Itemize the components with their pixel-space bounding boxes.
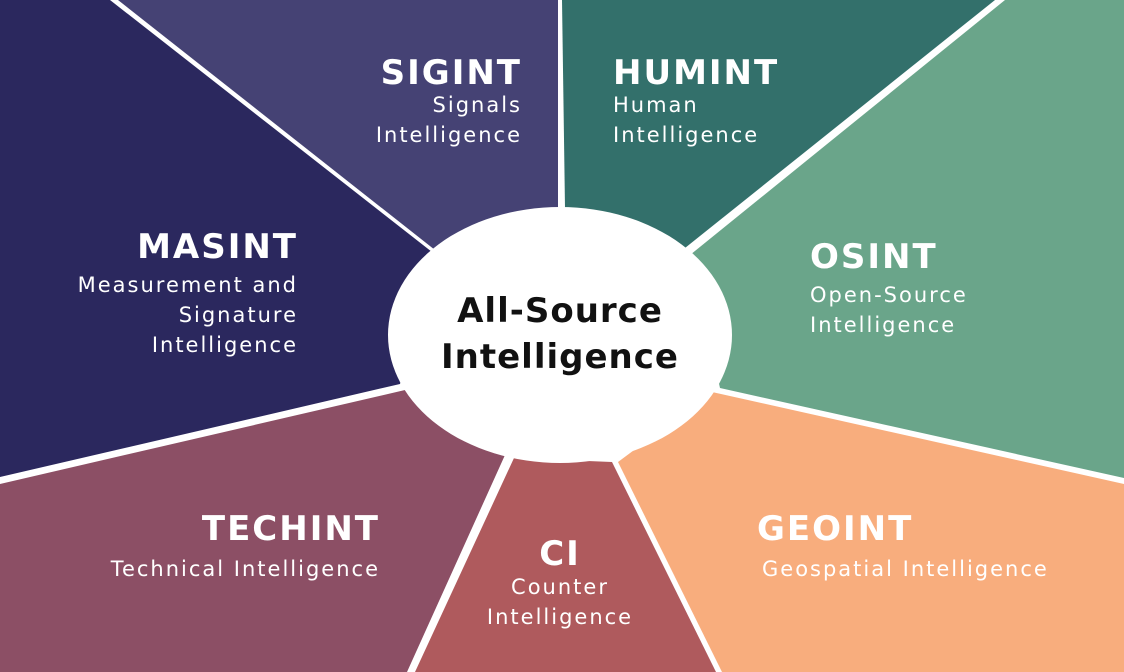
- humint-desc-line2: Intelligence: [613, 123, 759, 147]
- humint-abbr: HUMINT: [613, 53, 779, 93]
- ci-desc-line2: Intelligence: [487, 605, 633, 629]
- humint-desc-line1: Human: [613, 93, 699, 117]
- ci-abbr: CI: [539, 534, 581, 574]
- sigint-desc-line2: Intelligence: [376, 123, 522, 147]
- segment-techint: [0, 390, 505, 672]
- segment-humint: [562, 0, 995, 248]
- ci-desc-line1: Counter: [511, 575, 609, 599]
- center-title-line1: All-Source: [457, 291, 663, 331]
- segment-sigint: [118, 0, 558, 250]
- center-title-line2: Intelligence: [441, 337, 679, 377]
- segment-geoint: [618, 392, 1124, 672]
- masint-abbr: MASINT: [137, 227, 298, 267]
- geoint-abbr: GEOINT: [757, 509, 913, 549]
- osint-desc-line1: Open-Source: [810, 283, 968, 307]
- masint-desc-line3: Intelligence: [152, 333, 298, 357]
- osint-abbr: OSINT: [810, 237, 938, 277]
- geoint-desc-line1: Geospatial Intelligence: [762, 557, 1049, 581]
- osint-desc-line2: Intelligence: [810, 313, 956, 337]
- center-ellipse: [388, 207, 732, 463]
- sigint-desc-line1: Signals: [433, 93, 522, 117]
- techint-desc-line1: Technical Intelligence: [110, 557, 380, 581]
- masint-desc-line1: Measurement and: [78, 273, 298, 297]
- segment-osint: [690, 0, 1124, 478]
- segment-masint: [0, 0, 432, 477]
- sigint-abbr: SIGINT: [381, 53, 522, 93]
- techint-abbr: TECHINT: [202, 509, 380, 549]
- segment-ci: [415, 458, 716, 672]
- masint-desc-line2: Signature: [179, 303, 298, 327]
